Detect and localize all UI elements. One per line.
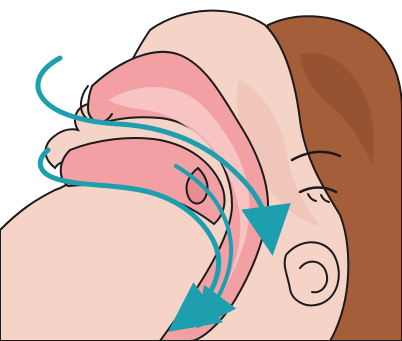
ear-icon bbox=[285, 242, 339, 305]
